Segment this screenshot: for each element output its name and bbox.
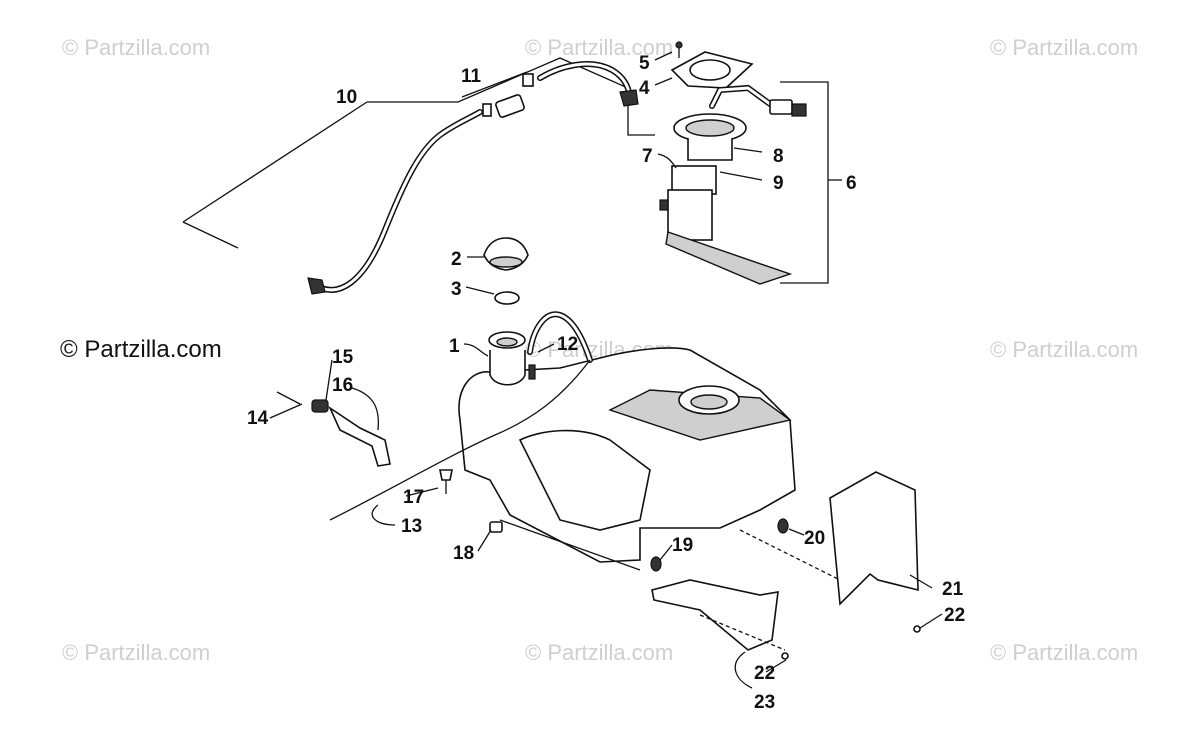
callout-16: 16 [332, 375, 353, 396]
callout-21: 21 [942, 579, 964, 600]
callout-9: 9 [773, 173, 784, 194]
callout-labels: 1 2 3 4 5 6 7 8 9 10 11 12 13 14 15 16 1… [247, 53, 965, 713]
copyright-text: © Partzilla.com [60, 336, 222, 363]
watermark: © Partzilla.com [990, 640, 1138, 665]
watermark: © Partzilla.com [525, 35, 673, 60]
callout-22b: 22 [754, 663, 775, 684]
callout-19: 19 [672, 535, 693, 556]
fasteners [439, 469, 921, 660]
callout-6: 6 [846, 173, 857, 194]
watermark: © Partzilla.com [62, 35, 210, 60]
callout-23: 23 [754, 692, 775, 713]
callout-12: 12 [557, 334, 578, 355]
watermark: © Partzilla.com [990, 35, 1138, 60]
callout-8: 8 [773, 146, 784, 167]
heat-shield-rear [829, 471, 919, 606]
callout-5: 5 [639, 53, 650, 74]
callout-13: 13 [401, 516, 422, 537]
callout-10: 10 [336, 87, 357, 108]
callout-22a: 22 [944, 605, 965, 626]
fuel-hose-assembly [182, 57, 655, 295]
callout-3: 3 [451, 279, 462, 300]
callout-2: 2 [451, 249, 462, 270]
callout-14: 14 [247, 408, 269, 429]
callout-7: 7 [642, 146, 653, 167]
filler-cap [483, 237, 529, 305]
watermark: © Partzilla.com [62, 640, 210, 665]
callout-17: 17 [403, 487, 424, 508]
fuel-tank [329, 311, 796, 571]
watermark: © Partzilla.com [990, 337, 1138, 362]
callout-leaders [269, 51, 943, 689]
callout-18: 18 [453, 543, 474, 564]
heat-shield-front [651, 579, 779, 651]
watermark: © Partzilla.com [525, 640, 673, 665]
callout-11: 11 [461, 66, 482, 87]
callout-15: 15 [332, 347, 354, 368]
vent-bracket [276, 391, 391, 467]
callout-1: 1 [449, 336, 460, 357]
callout-20: 20 [804, 528, 825, 549]
callout-4: 4 [639, 78, 650, 99]
fuel-pump-assembly [659, 41, 842, 285]
